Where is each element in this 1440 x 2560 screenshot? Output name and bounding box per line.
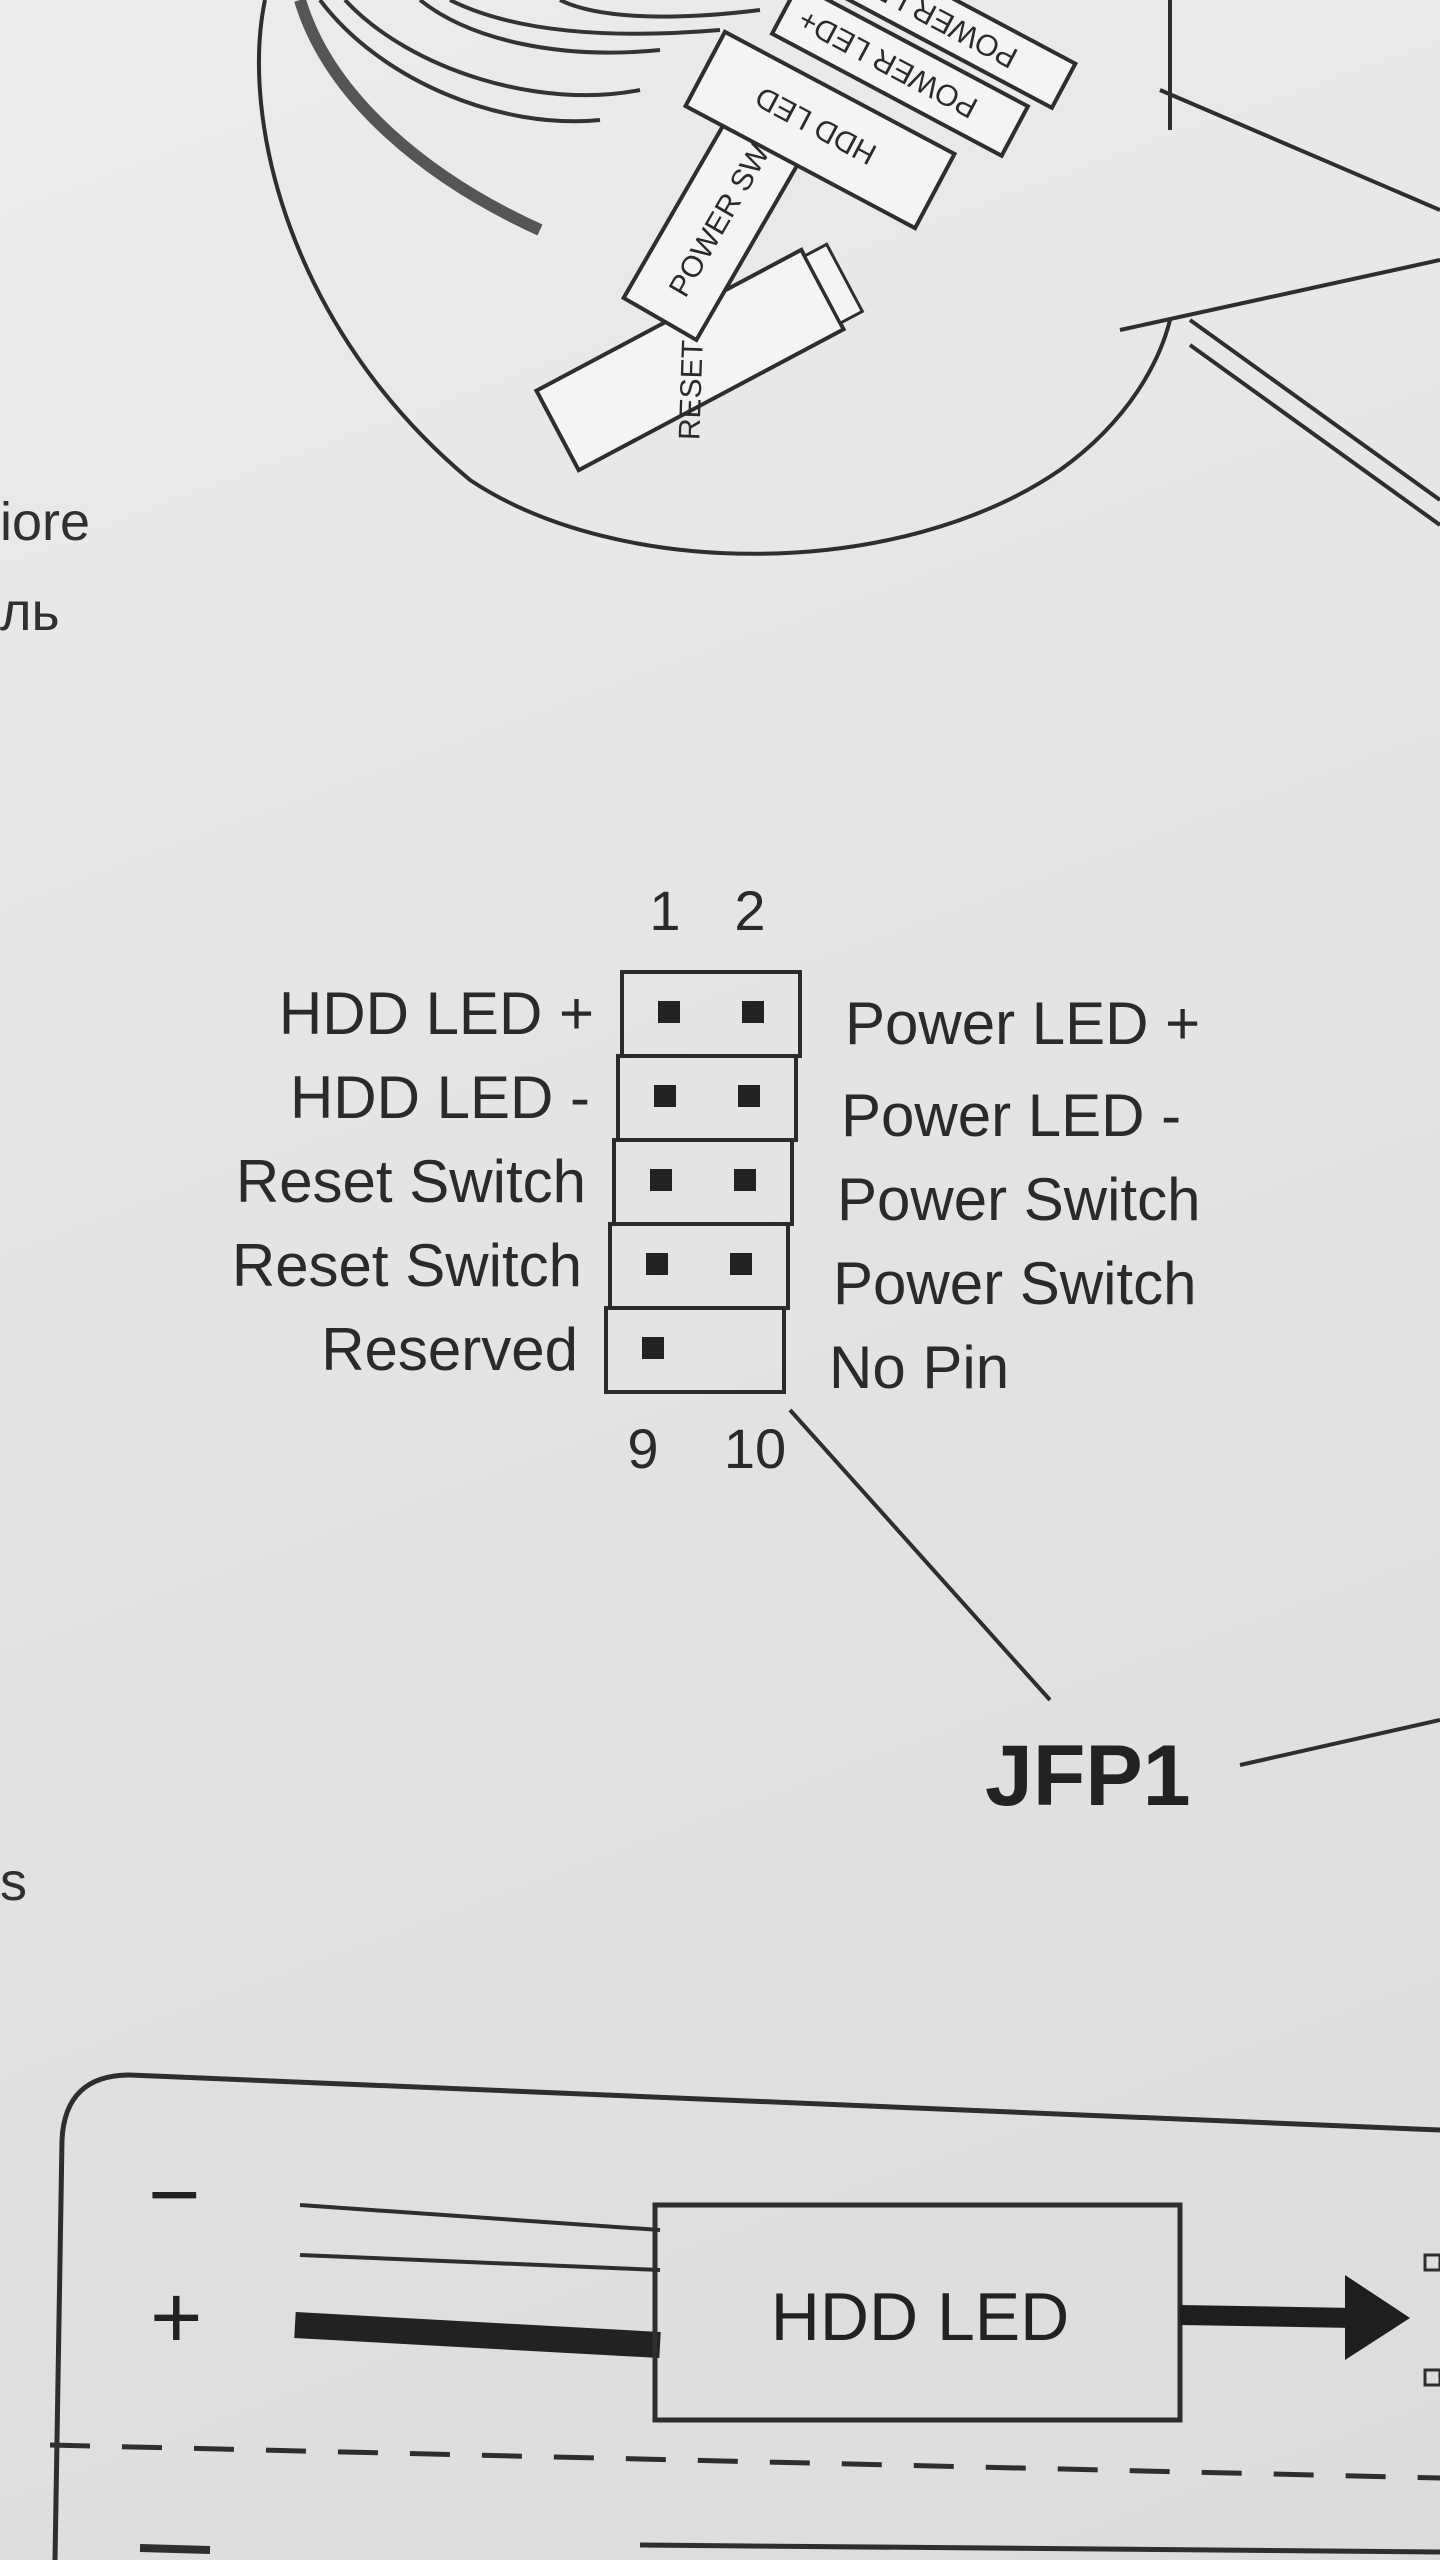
- inset-circle: [257, 0, 1172, 556]
- margin-text-2: ль: [0, 582, 60, 642]
- header-row-2: [616, 1054, 798, 1142]
- output-arrow-shaft: [1179, 2305, 1356, 2328]
- inset-pointer: [1119, 88, 1440, 332]
- margin-text-1: iore: [0, 492, 90, 552]
- pin-number-2: 2: [734, 879, 765, 942]
- left-label-3: Reset Switch: [236, 1148, 586, 1215]
- pin-odd-7: [646, 1253, 668, 1275]
- connector-inset: RESET SW POWER SW HDD LED POWER LED+ POW…: [257, 0, 1440, 556]
- left-label-4: Reset Switch: [232, 1232, 582, 1299]
- edge-square-2: [1423, 2368, 1440, 2387]
- header-rows: HDD LED + Power LED + HDD LED - Power LED -…: [232, 970, 1200, 1401]
- margin-text-3: s: [0, 1852, 27, 1912]
- left-label-5: Reserved: [321, 1316, 578, 1383]
- header-row-5: [604, 1306, 786, 1394]
- hdd-led-box: [652, 2202, 1183, 2423]
- pin-even-8: [730, 1253, 752, 1275]
- pin-odd-3: [654, 1085, 676, 1107]
- pin-number-1: 1: [649, 879, 680, 942]
- header-row-1: [620, 970, 802, 1058]
- inset-board-edge: [1168, 0, 1440, 527]
- pin-even-4: [738, 1085, 760, 1107]
- left-label-1: HDD LED +: [279, 980, 594, 1047]
- right-label-2: Power LED -: [841, 1082, 1181, 1149]
- minus-label: −: [148, 2145, 201, 2245]
- jfp1-pointer-line: [1239, 1718, 1440, 1767]
- pin-even-2: [742, 1001, 764, 1023]
- right-label-3: Power Switch: [837, 1166, 1200, 1233]
- dashed-divider: [49, 2442, 1440, 2481]
- pin-even-6: [734, 1169, 756, 1191]
- jfp1-title: JFP1: [985, 1728, 1191, 1824]
- wiring-box: − + HDD LED: [49, 2072, 1440, 2560]
- pin-odd-9: [642, 1337, 664, 1359]
- bottom-box-edge: [639, 2542, 1440, 2555]
- pin-number-10: 10: [724, 1417, 786, 1480]
- hdd-led-box-label: HDD LED: [771, 2279, 1070, 2355]
- wire-thin-2: [299, 2253, 661, 2272]
- pin-odd-5: [650, 1169, 672, 1191]
- jfp1-leader-line: [788, 1408, 1052, 1702]
- pin-number-9: 9: [627, 1417, 658, 1480]
- right-label-4: Power Switch: [833, 1250, 1196, 1317]
- pin-odd-1: [658, 1001, 680, 1023]
- inset-cables: [294, 0, 761, 236]
- jfp1-diagram: 1 2 HDD LED + Power LED + HDD LED - Power L…: [232, 879, 1440, 1824]
- bottom-minus-mark: [139, 2544, 211, 2554]
- plus-label: +: [150, 2268, 203, 2368]
- left-label-2: HDD LED -: [290, 1064, 590, 1131]
- right-label-1: Power LED +: [845, 990, 1200, 1057]
- wire-thick: [294, 2312, 661, 2358]
- header-row-3: [612, 1138, 794, 1226]
- edge-square-1: [1423, 2253, 1440, 2272]
- right-label-5: No Pin: [829, 1334, 1009, 1401]
- output-arrow-head: [1345, 2275, 1410, 2360]
- wiring-box-border: [52, 2072, 1440, 2560]
- wire-thin-1: [299, 2203, 661, 2232]
- header-row-4: [608, 1222, 790, 1310]
